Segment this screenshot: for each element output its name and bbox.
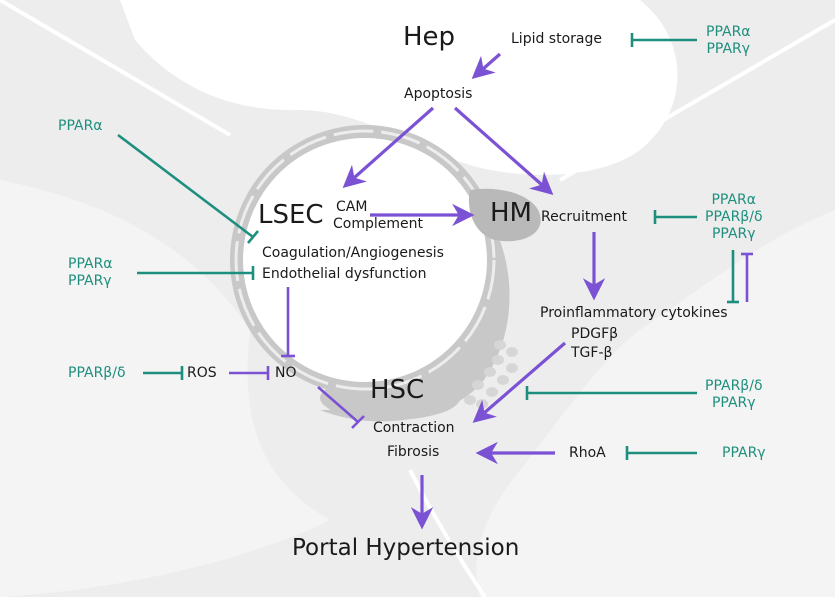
ppar-lipid-group: PPARα PPARγ bbox=[706, 24, 751, 58]
ppar-lipid-2: PPARγ bbox=[706, 40, 751, 57]
tissue-line bbox=[408, 469, 487, 597]
portal-hypertension-label: Portal Hypertension bbox=[292, 535, 520, 561]
tissue-line bbox=[0, 0, 232, 137]
lsec-lumen bbox=[243, 138, 487, 382]
tissue-left bbox=[0, 180, 330, 597]
complement-label: Complement bbox=[333, 216, 423, 232]
proinflammatory-label: Proinflammatory cytokines bbox=[540, 305, 728, 321]
apoptosis-label: Apoptosis bbox=[404, 86, 473, 102]
contraction-label: Contraction bbox=[373, 420, 455, 436]
ppar-ros-label: PPARβ/δ bbox=[68, 365, 126, 381]
lipid-storage-label: Lipid storage bbox=[511, 31, 602, 47]
lsec-label: LSEC bbox=[258, 200, 324, 230]
arrow-lipid-to-apoptosis bbox=[471, 52, 502, 79]
arrow-apoptosis-to-recruitment bbox=[453, 106, 554, 195]
hm-cell bbox=[468, 188, 541, 242]
pdgf-label: PDGFβ bbox=[571, 326, 619, 342]
ppar-coagulation-label: PPARα bbox=[58, 118, 103, 134]
lsec-fenestrae bbox=[234, 129, 496, 391]
hm-label: HM bbox=[490, 198, 532, 228]
inhibit-no-to-contraction bbox=[317, 386, 359, 423]
endothelial-label: Endothelial dysfunction bbox=[262, 266, 427, 282]
inhibit-ppar-coagulation bbox=[117, 133, 254, 239]
ppar-recruitment-group: PPARα PPARβ/δ PPARγ bbox=[705, 192, 763, 242]
tgf-label: TGF-β bbox=[571, 345, 613, 361]
fibrosis-label: Fibrosis bbox=[387, 444, 440, 460]
purple-inhibitions bbox=[229, 252, 753, 429]
ppar-hsc-2: PPARγ bbox=[711, 394, 756, 411]
rhoa-label: RhoA bbox=[569, 445, 606, 461]
ros-label: ROS bbox=[187, 365, 217, 381]
recruitment-label: Recruitment bbox=[541, 209, 628, 225]
ppar-hsc-group: PPARβ/δ PPARγ bbox=[705, 378, 763, 412]
ppar-hsc-1: PPARβ/δ bbox=[705, 378, 763, 394]
hsc-label: HSC bbox=[370, 375, 425, 405]
tissue-line bbox=[558, 18, 835, 182]
ppar-endothelial-1: PPARα bbox=[68, 256, 113, 272]
ppar-endothelial-group: PPARα PPARγ bbox=[68, 256, 113, 290]
ppar-recruitment-3: PPARγ bbox=[711, 225, 756, 242]
ppar-rhoa-label: PPARγ bbox=[722, 445, 766, 461]
coagulation-label: Coagulation/Angiogenesis bbox=[262, 245, 444, 261]
ppar-lipid-1: PPARα bbox=[706, 24, 751, 40]
ppar-recruitment-1: PPARα bbox=[711, 192, 757, 208]
activation-arrows bbox=[342, 52, 606, 530]
hepatocyte-shape bbox=[120, 0, 678, 175]
hsc-body bbox=[320, 175, 510, 422]
arrow-pdgf-to-contraction bbox=[472, 341, 567, 423]
cam-label: CAM bbox=[336, 199, 368, 215]
tissue-right bbox=[476, 210, 835, 597]
ppar-endothelial-2: PPARγ bbox=[68, 272, 112, 289]
arrow-apoptosis-to-lsec bbox=[342, 106, 435, 188]
ppar-recruitment-2: PPARβ/δ bbox=[705, 208, 763, 225]
ppar-inhibitions bbox=[117, 33, 739, 460]
no-label: NO bbox=[275, 365, 297, 381]
hep-label: Hep bbox=[403, 22, 456, 52]
